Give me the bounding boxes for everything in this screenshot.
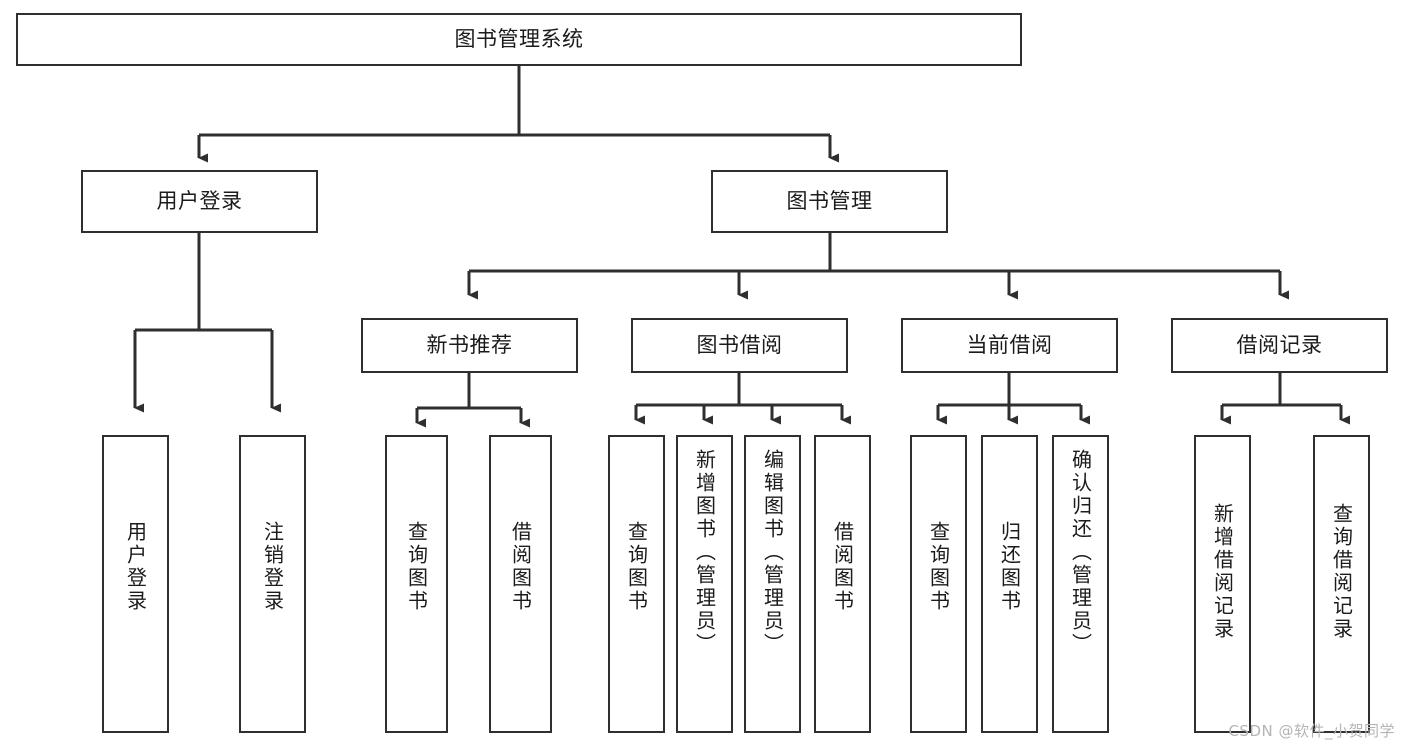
node-book-borrow[interactable]: 图书借阅 xyxy=(631,318,848,373)
leaf-user-login[interactable]: 用户登录 xyxy=(102,435,169,733)
leaf-query-book-2-label: 查询图书 xyxy=(624,521,649,613)
leaf-query-record[interactable]: 查询借阅记录 xyxy=(1313,435,1370,733)
leaf-logout-login-label: 注销登录 xyxy=(260,521,285,613)
node-book-borrow-label: 图书借阅 xyxy=(696,333,783,358)
leaf-borrow-book-2-label: 借阅图书 xyxy=(830,521,855,613)
node-current-borrow[interactable]: 当前借阅 xyxy=(901,318,1118,373)
node-root[interactable]: 图书管理系统 xyxy=(16,13,1022,66)
node-borrow-record[interactable]: 借阅记录 xyxy=(1171,318,1388,373)
leaf-borrow-book-1-label: 借阅图书 xyxy=(508,521,533,613)
leaf-user-login-label: 用户登录 xyxy=(123,521,148,613)
leaf-edit-book-label: 编辑图书（管理员） xyxy=(760,449,785,656)
leaf-add-book[interactable]: 新增图书（管理员） xyxy=(676,435,733,733)
leaf-query-book-3[interactable]: 查询图书 xyxy=(910,435,967,733)
node-user-login[interactable]: 用户登录 xyxy=(81,170,318,233)
leaf-borrow-book-2[interactable]: 借阅图书 xyxy=(814,435,871,733)
leaf-return-book-label: 归还图书 xyxy=(997,521,1022,613)
node-current-borrow-label: 当前借阅 xyxy=(966,333,1053,358)
node-user-login-label: 用户登录 xyxy=(156,189,243,214)
node-book-management[interactable]: 图书管理 xyxy=(711,170,948,233)
leaf-borrow-book-1[interactable]: 借阅图书 xyxy=(489,435,552,733)
node-book-management-label: 图书管理 xyxy=(786,189,873,214)
leaf-add-record-label: 新增借阅记录 xyxy=(1210,503,1235,641)
leaf-query-book-3-label: 查询图书 xyxy=(926,521,951,613)
leaf-return-book[interactable]: 归还图书 xyxy=(981,435,1038,733)
leaf-confirm-return[interactable]: 确认归还（管理员） xyxy=(1052,435,1109,733)
leaf-logout-login[interactable]: 注销登录 xyxy=(239,435,306,733)
node-new-book-recommend[interactable]: 新书推荐 xyxy=(361,318,578,373)
leaf-query-book-1-label: 查询图书 xyxy=(404,521,429,613)
leaf-query-book-2[interactable]: 查询图书 xyxy=(608,435,665,733)
node-new-book-recommend-label: 新书推荐 xyxy=(426,333,513,358)
leaf-edit-book[interactable]: 编辑图书（管理员） xyxy=(744,435,801,733)
leaf-add-record[interactable]: 新增借阅记录 xyxy=(1194,435,1251,733)
leaf-confirm-return-label: 确认归还（管理员） xyxy=(1068,449,1093,656)
node-borrow-record-label: 借阅记录 xyxy=(1236,333,1323,358)
leaf-query-book-1[interactable]: 查询图书 xyxy=(385,435,448,733)
node-root-label: 图书管理系统 xyxy=(454,27,584,52)
leaf-add-book-label: 新增图书（管理员） xyxy=(692,449,717,656)
leaf-query-record-label: 查询借阅记录 xyxy=(1329,503,1354,641)
